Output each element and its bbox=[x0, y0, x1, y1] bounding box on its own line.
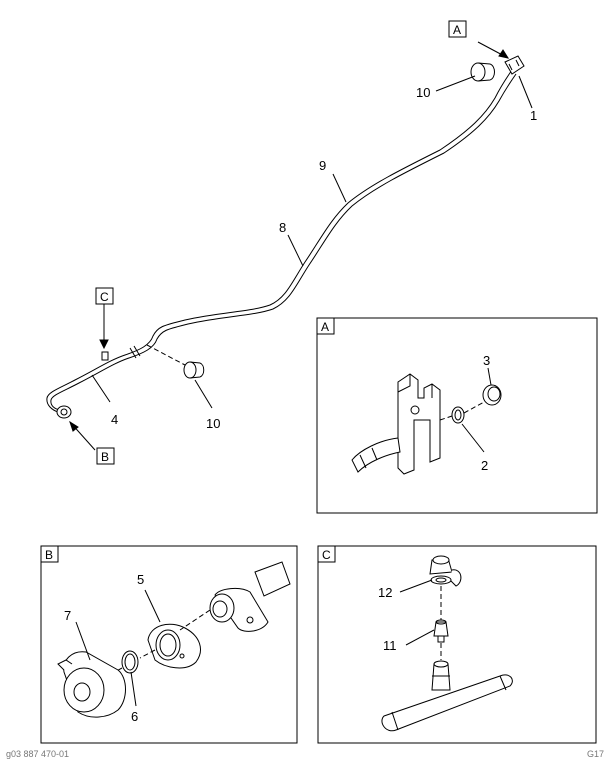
detail-ref-b: B bbox=[96, 447, 115, 465]
detail-box-c: C 12 11 bbox=[317, 545, 597, 744]
callout-2: 2 bbox=[481, 458, 488, 473]
detail-box-c-label: C bbox=[322, 548, 331, 562]
callout-11: 11 bbox=[383, 638, 397, 653]
detail-box-b-label: B bbox=[45, 548, 53, 562]
fuel-line-tube-lower bbox=[50, 73, 517, 411]
fuel-line-tube-upper bbox=[46, 69, 513, 413]
fuel-line-assembly bbox=[46, 55, 525, 419]
bottom-fitting bbox=[56, 405, 72, 419]
detail-ref-a: A bbox=[448, 20, 467, 38]
callout-10-top: 10 bbox=[416, 85, 430, 100]
callout-4: 4 bbox=[111, 412, 118, 427]
callout-7: 7 bbox=[64, 608, 71, 623]
callout-3: 3 bbox=[483, 353, 490, 368]
leader-lines-main bbox=[69, 41, 533, 451]
figure-id-right: G17 bbox=[586, 749, 604, 759]
line-junction bbox=[129, 345, 141, 359]
clamp-middle bbox=[146, 344, 205, 379]
detail-ref-c-label: C bbox=[100, 290, 109, 304]
detail-ref-c: C bbox=[95, 287, 114, 305]
clamp-top bbox=[470, 62, 495, 82]
callout-1: 1 bbox=[530, 108, 537, 123]
detail-ref-a-label: A bbox=[453, 23, 461, 37]
detail-b-drawing bbox=[57, 561, 291, 718]
callout-6: 6 bbox=[131, 709, 138, 724]
callout-10-mid: 10 bbox=[206, 416, 220, 431]
top-fitting bbox=[504, 55, 525, 75]
callout-12: 12 bbox=[378, 585, 392, 600]
callout-5: 5 bbox=[137, 572, 144, 587]
detail-a-drawing bbox=[351, 367, 502, 475]
bottom-fitting-bore bbox=[60, 408, 68, 416]
detail-box-a: A 3 2 bbox=[316, 317, 598, 514]
detail-c-drawing bbox=[381, 555, 513, 732]
callout-8: 8 bbox=[279, 220, 286, 235]
detail-box-b: B 7 5 bbox=[40, 545, 298, 744]
bleed-screw bbox=[101, 351, 109, 361]
detail-box-a-label: A bbox=[321, 320, 329, 334]
callout-9: 9 bbox=[319, 158, 326, 173]
figure-id-left: g03 887 470-01 bbox=[6, 749, 70, 759]
detail-ref-b-label: B bbox=[101, 450, 109, 464]
